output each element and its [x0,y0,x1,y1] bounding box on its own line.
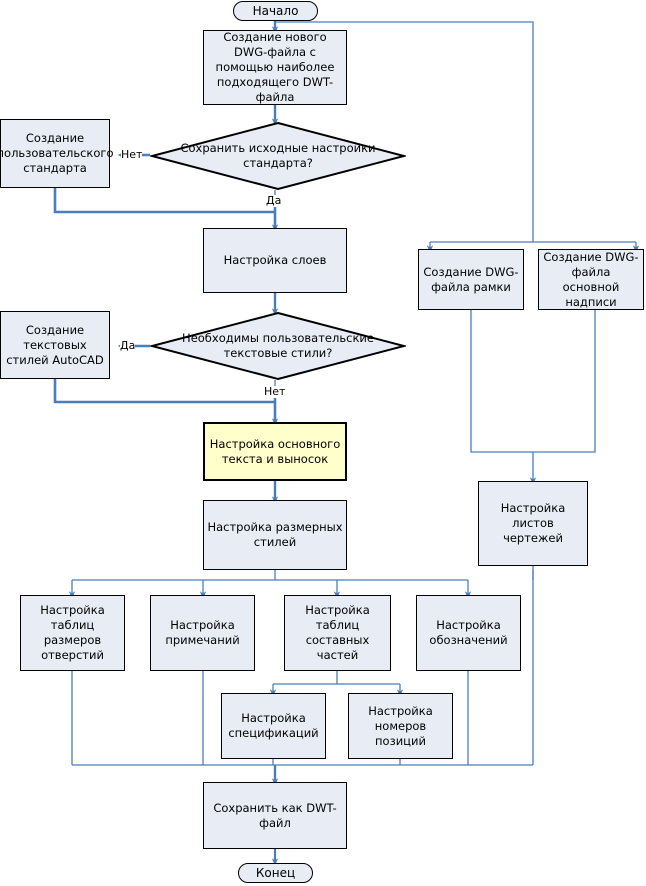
node-setup-dimension-styles[interactable]: Настройка размерных стилей [203,500,347,570]
node-create-dwg-file[interactable]: Создание нового DWG-файла с помощью наиб… [203,30,347,105]
node-setup-notes-label: Настройка примечаний [165,618,240,647]
edge-label-textstyles-no: Нет [264,385,286,398]
node-decision-keep-standard-label: Сохранить исходные настройки стандарта? [180,141,376,170]
node-create-dwg-file-label: Создание нового DWG-файла с помощью наиб… [215,30,335,104]
node-setup-main-text-and-leaders[interactable]: Настройка основного текста и выносок [203,422,347,481]
edge-label-standard-yes: Да [266,194,282,207]
node-setup-hole-tables[interactable]: Настройка таблиц размеров отверстий [20,595,125,671]
node-create-user-standard-label: Создание пользовательского стандарта [0,131,114,175]
diamond-shape-text-styles [150,312,406,380]
node-start-label: Начало [252,3,299,18]
node-create-user-standard[interactable]: Создание пользовательского стандарта [0,119,114,188]
node-setup-drawing-sheets[interactable]: Настройка листов чертежей [478,481,588,566]
node-setup-symbols[interactable]: Настройка обозначений [416,595,521,671]
node-end[interactable]: Конец [238,863,313,883]
node-save-as-dwt-label: Сохранить как DWT-файл [213,800,337,830]
node-setup-specifications-label: Настройка спецификаций [228,711,319,740]
node-decision-custom-text-styles[interactable]: Необходимы пользовательские текстовые ст… [150,312,406,380]
node-end-label: Конец [255,865,296,880]
node-decision-custom-text-styles-label: Необходимы пользовательские текстовые ст… [182,331,374,360]
node-setup-layers[interactable]: Настройка слоев [203,228,347,293]
edge-label-standard-no: Нет [121,148,143,161]
node-create-title-block-dwg[interactable]: Создание DWG-файла основной надписи [538,249,644,310]
node-create-frame-dwg[interactable]: Создание DWG-файла рамки [418,249,524,310]
node-setup-hole-tables-label: Настройка таблиц размеров отверстий [40,603,105,662]
node-setup-balloons-label: Настройка номеров позиций [368,703,433,748]
node-save-as-dwt[interactable]: Сохранить как DWT-файл [203,782,347,849]
node-create-autocad-text-styles[interactable]: Создание текстовых стилей AutoCAD [0,311,110,379]
node-create-frame-dwg-label: Создание DWG-файла рамки [423,264,519,294]
node-create-autocad-text-styles-label: Создание текстовых стилей AutoCAD [6,322,104,367]
node-setup-drawing-sheets-label: Настройка листов чертежей [500,501,566,545]
node-setup-main-text-and-leaders-label: Настройка основного текста и выносок [209,436,341,466]
node-setup-layers-label: Настройка слоев [223,253,327,267]
node-setup-parts-tables-label: Настройка таблиц составных частей [305,603,370,662]
node-setup-specifications[interactable]: Настройка спецификаций [221,693,326,759]
node-setup-notes[interactable]: Настройка примечаний [150,595,255,671]
node-create-title-block-dwg-label: Создание DWG-файла основной надписи [543,249,639,309]
node-start[interactable]: Начало [233,1,318,21]
node-setup-balloons[interactable]: Настройка номеров позиций [348,693,453,759]
diamond-shape-standard [150,122,406,190]
node-setup-symbols-label: Настройка обозначений [429,618,508,647]
node-setup-parts-tables[interactable]: Настройка таблиц составных частей [284,595,391,671]
edge-label-textstyles-yes: Да [120,339,136,352]
node-decision-keep-standard[interactable]: Сохранить исходные настройки стандарта? [150,122,406,190]
node-setup-dimension-styles-label: Настройка размерных стилей [207,520,343,549]
